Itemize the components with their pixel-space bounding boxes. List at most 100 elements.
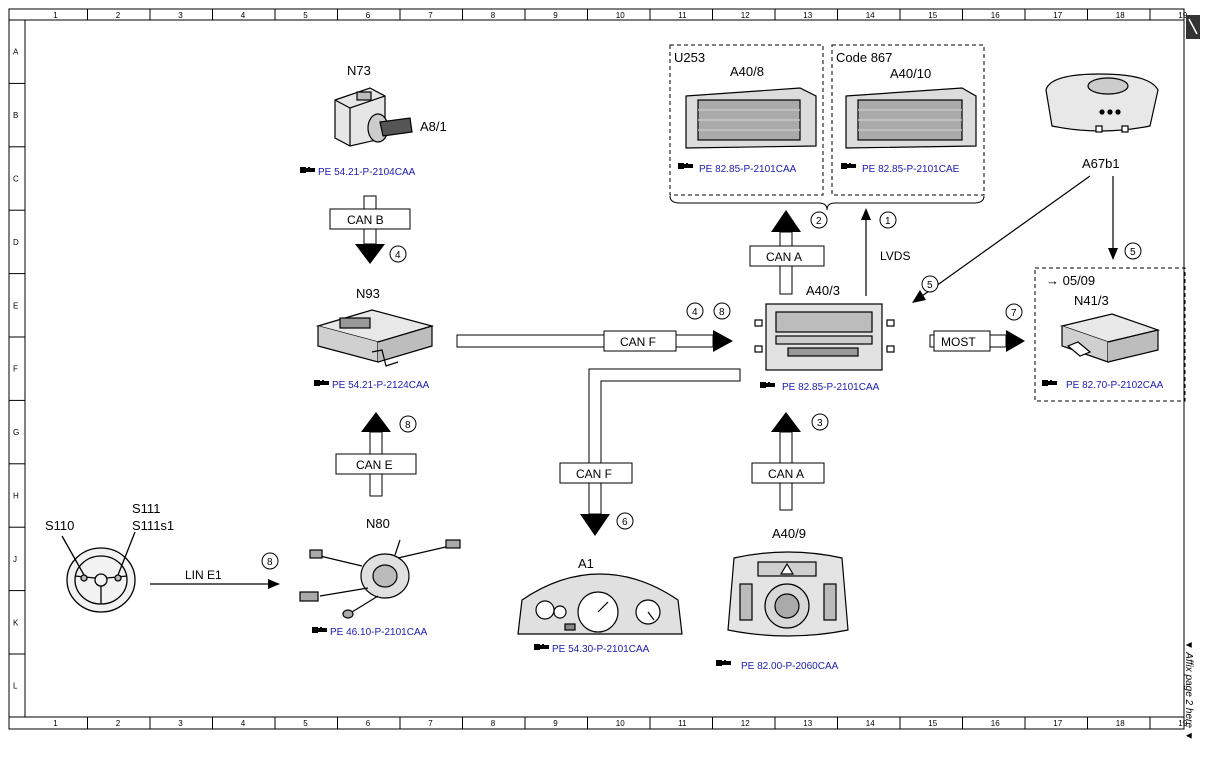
grid-column-label: 3	[178, 11, 183, 20]
ref-n80: PE 46.10-P-2101CAA	[330, 627, 428, 638]
label-u253: U253	[674, 50, 705, 65]
grid-row-label: B	[13, 111, 18, 120]
step-number: 5	[927, 280, 933, 291]
roof-camera-illustration	[1045, 73, 1159, 133]
label-n80: N80	[366, 516, 390, 531]
ref-hand-icon	[1042, 380, 1057, 386]
step-circle	[879, 211, 897, 229]
grid-column-label: 9	[553, 719, 558, 728]
label-n41-3: N41/3	[1074, 293, 1109, 308]
grid-column-label: 4	[241, 11, 246, 20]
lin-e1-arrowhead	[268, 579, 280, 589]
label-a40-8: A40/8	[730, 64, 764, 79]
ref-hand-icon	[716, 660, 731, 666]
grid-column-label: 14	[866, 11, 875, 20]
most-arrow	[929, 330, 1025, 352]
grid-row-label: A	[13, 48, 19, 57]
step-circle	[686, 302, 704, 320]
grid-column-label: 17	[1053, 11, 1062, 20]
grid-column-label: 5	[303, 11, 308, 20]
can-e-arrow	[335, 412, 417, 497]
ref-hand-icon	[678, 163, 693, 169]
steering-wheel-illustration	[61, 531, 136, 613]
display-a40-10-illustration	[845, 87, 977, 149]
grid-column-label: 8	[491, 11, 496, 20]
grid-column-labels: 1122334455667788991010111112121313141415…	[53, 9, 1188, 729]
n41-3-dashed-box	[1034, 267, 1186, 402]
can-f-elbow-arrow	[559, 368, 741, 536]
steering-column-switch-illustration	[299, 539, 461, 619]
ref-a40-10: PE 82.85-P-2101CAE	[862, 164, 960, 175]
label-n73: N73	[347, 63, 371, 78]
ref-a1: PE 54.30-P-2101CAA	[552, 644, 650, 655]
grid-column-label: 19	[1178, 11, 1187, 20]
grid-column-label: 1	[53, 11, 58, 20]
label-a8-1: A8/1	[420, 119, 447, 134]
bus-label-can-b: CAN B	[347, 213, 384, 227]
grid-column-label: 6	[366, 11, 371, 20]
margin-note: ▼ Affix page 2 here ▼	[1183, 640, 1194, 741]
bus-label-can-f: CAN F	[620, 335, 656, 349]
step-number: 6	[622, 517, 628, 528]
grid-column-label: 2	[116, 719, 121, 728]
grid-column-label: 14	[866, 719, 875, 728]
step-circle	[616, 512, 634, 530]
step-number: 1	[885, 216, 891, 227]
grid-row-label: E	[13, 301, 18, 310]
label-s110: S110	[45, 518, 74, 533]
grid-column-label: 7	[428, 11, 433, 20]
can-f-horizontal-arrow	[456, 330, 733, 352]
grid-column-label: 13	[803, 11, 812, 20]
ref-n93: PE 54.21-P-2124CAA	[332, 380, 430, 391]
grid-row-label: C	[13, 175, 19, 184]
bus-label-can-a-top: CAN A	[766, 250, 802, 264]
step-circle	[1124, 242, 1142, 260]
label-s111s1: S111s1	[132, 518, 174, 533]
step-circle	[810, 211, 828, 229]
label-a40-9: A40/9	[772, 526, 806, 541]
step-number: 8	[405, 420, 411, 431]
step-circle	[713, 302, 731, 320]
step-number: 7	[1011, 308, 1017, 319]
ref-n41-3: PE 82.70-P-2102CAA	[1066, 380, 1164, 391]
lvds-arrowhead	[861, 208, 871, 220]
bus-label-can-a: CAN A	[768, 467, 804, 481]
ref-a40-8: PE 82.85-P-2101CAA	[699, 164, 797, 175]
grid-column-label: 7	[428, 719, 433, 728]
step-circle	[811, 413, 829, 431]
grid-column-label: 10	[616, 719, 625, 728]
step-circle	[389, 245, 407, 263]
grid-row-label: J	[13, 555, 17, 564]
ref-n73: PE 54.21-P-2104CAA	[318, 167, 416, 178]
n93-module-illustration	[315, 309, 435, 367]
grid-column-label: 4	[241, 719, 246, 728]
can-a-top-arrow	[749, 210, 825, 295]
control-panel-illustration	[727, 551, 849, 637]
grid-row-label: H	[13, 492, 19, 501]
step-circle	[399, 415, 417, 433]
grid-column-label: 13	[803, 719, 812, 728]
ref-hand-icon	[841, 163, 856, 169]
ref-hand-icon	[760, 382, 775, 388]
ref-a40-9: PE 82.00-P-2060CAA	[741, 661, 839, 672]
a67b1-to-a40-3-line	[921, 175, 1091, 297]
grid-column-label: 15	[928, 11, 937, 20]
display-group-brace	[669, 44, 985, 211]
label-a40-10: A40/10	[890, 66, 931, 81]
grid-column-label: 12	[741, 11, 750, 20]
step-number: 3	[817, 418, 823, 429]
grid-column-label: 8	[491, 719, 496, 728]
grid-column-label: 1	[53, 719, 58, 728]
step-circle	[1005, 303, 1023, 321]
label-date-0509: → 05/09	[1046, 273, 1095, 288]
grid-column-label: 9	[553, 11, 558, 20]
bus-label-lvds: LVDS	[880, 249, 910, 263]
label-a1: A1	[578, 556, 594, 571]
step-circle	[921, 275, 939, 293]
label-code867: Code 867	[836, 50, 892, 65]
grid-column-label: 5	[303, 719, 308, 728]
ref-hand-icon	[300, 167, 315, 173]
head-unit-illustration	[754, 303, 895, 371]
